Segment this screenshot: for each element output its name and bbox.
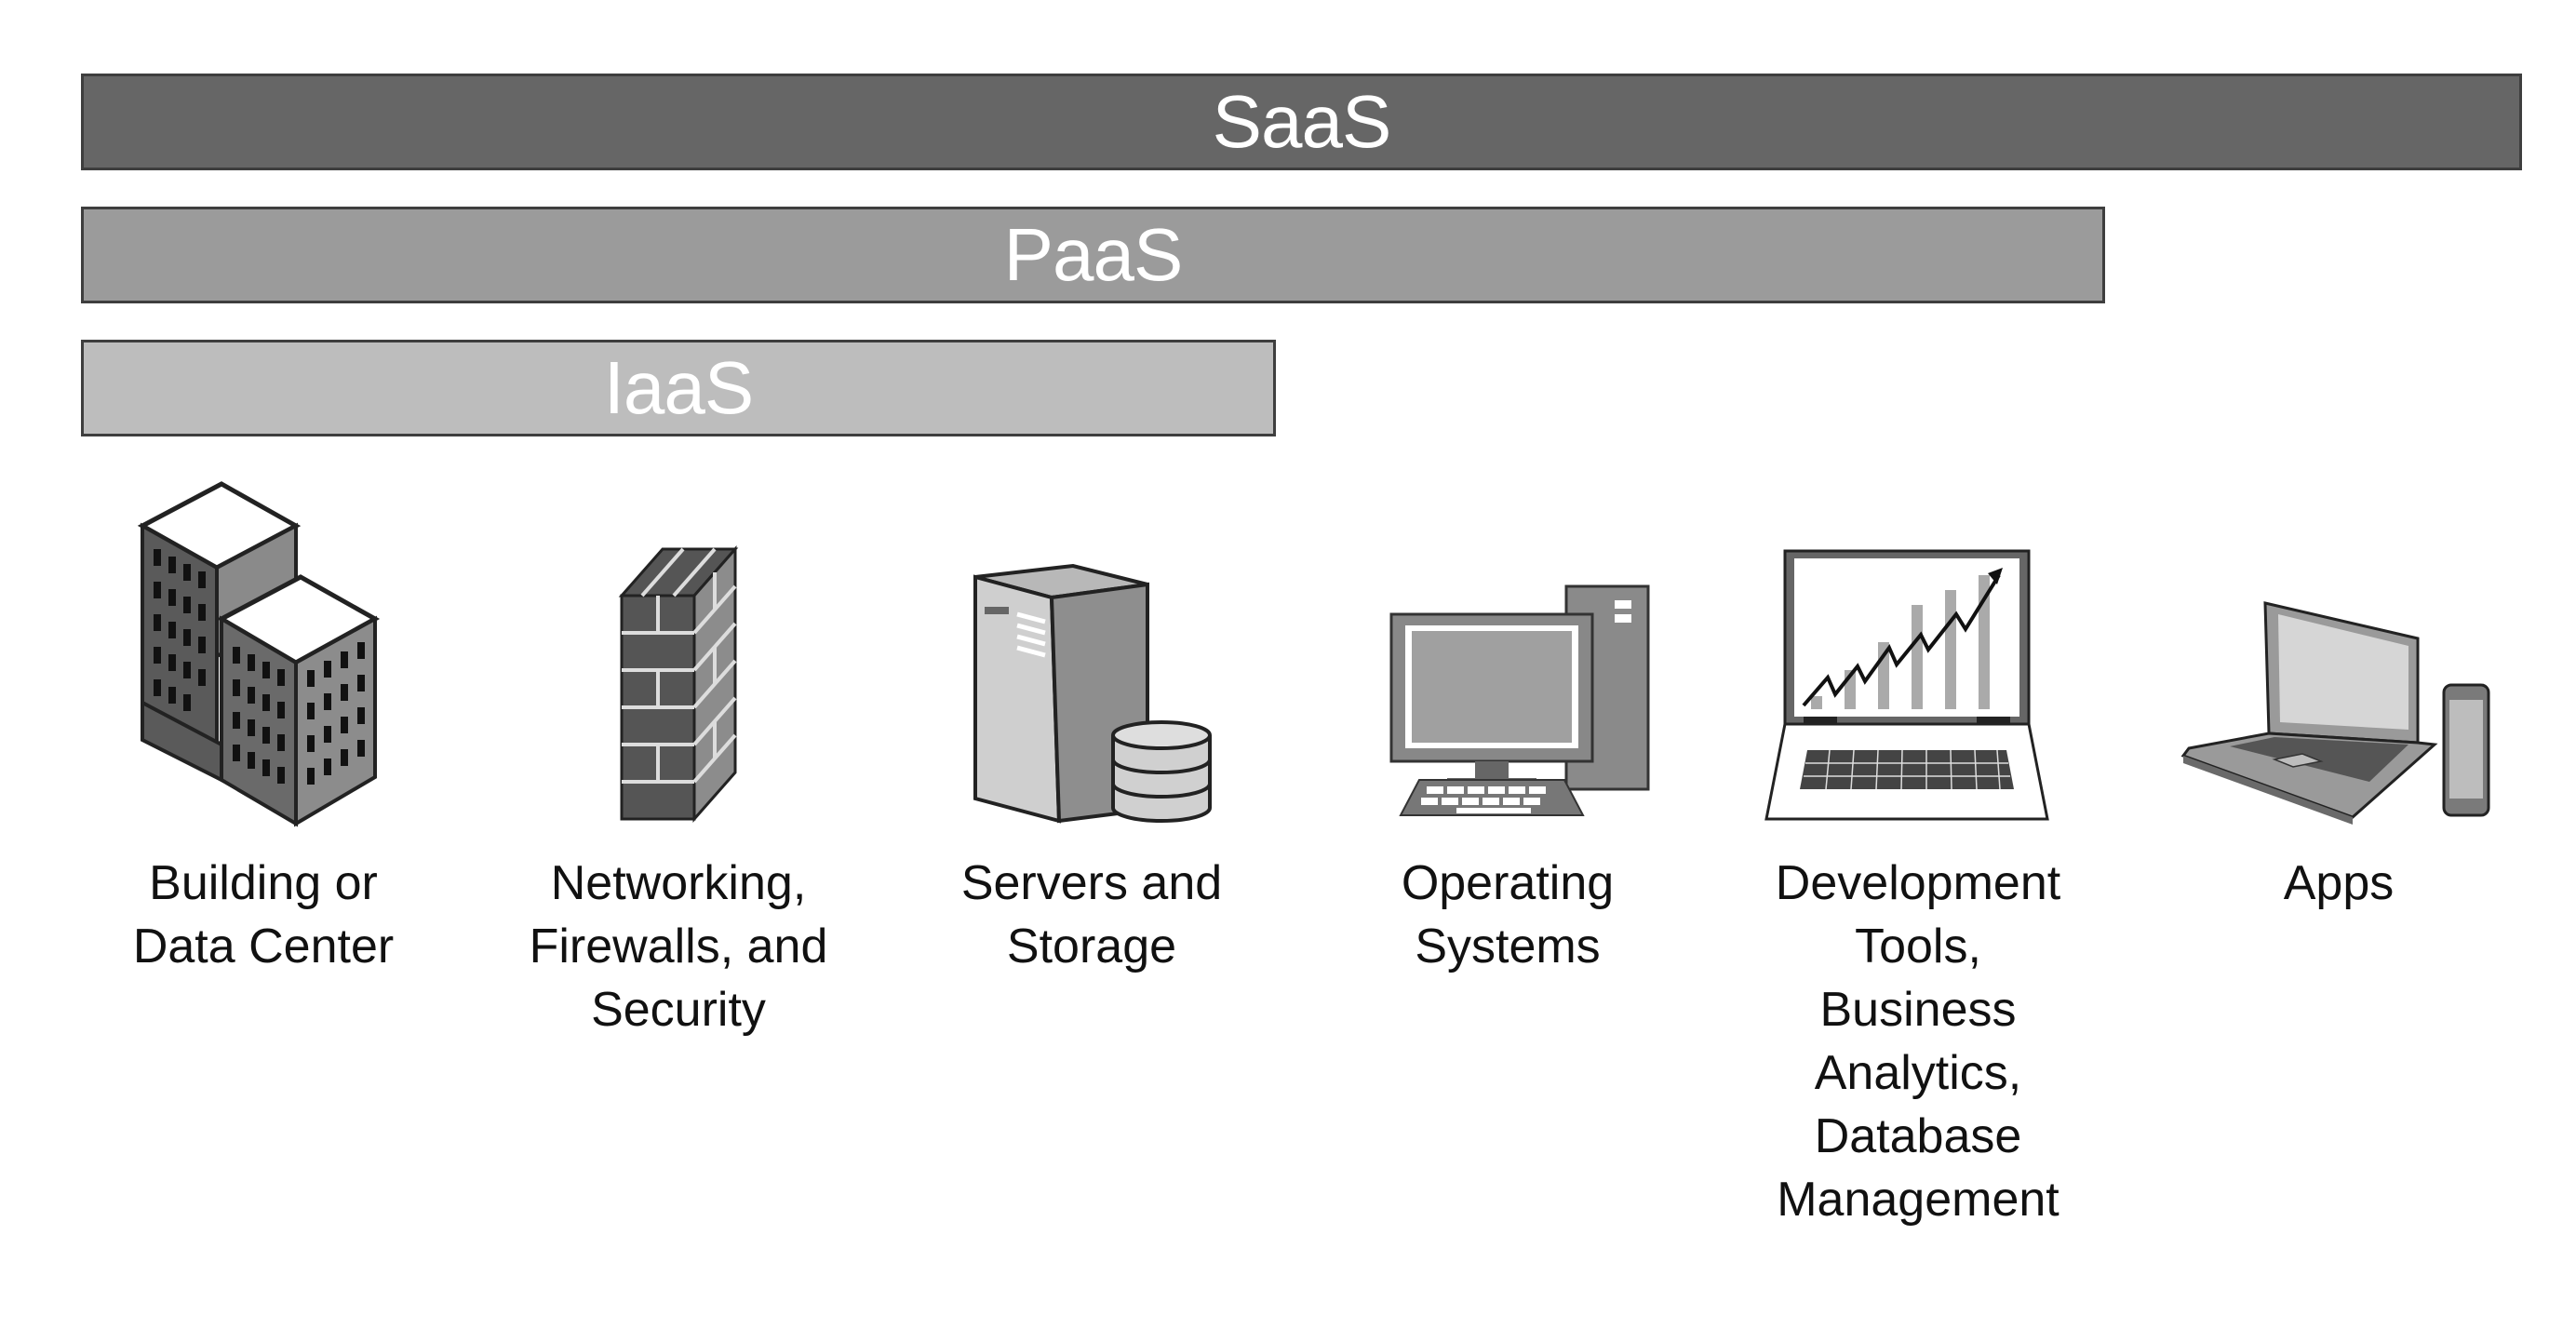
iaas-label: IaaS [603,346,755,429]
paas-bar: PaaS [81,207,2105,303]
component-label: Development Tools, Business Analytics, D… [1775,856,2061,1227]
component-label: Building or Data Center [132,856,395,973]
laptop-phone-icon [2139,465,2539,838]
saas-bar: SaaS [81,74,2522,170]
desktop-computer-icon [1308,465,1708,838]
server-storage-icon [892,465,1292,838]
laptop-chart-icon [1718,465,2118,838]
building-icon [63,465,463,838]
component-label: Servers and Storage [960,856,1223,973]
component-label: Operating Systems [1401,856,1615,973]
component-label: Apps [2283,856,2395,910]
paas-label: PaaS [1003,213,1184,296]
firewall-icon [478,465,879,838]
component-label: Networking, Firewalls, and Security [529,856,828,1037]
iaas-bar: IaaS [81,340,1276,436]
saas-label: SaaS [1212,80,1392,163]
